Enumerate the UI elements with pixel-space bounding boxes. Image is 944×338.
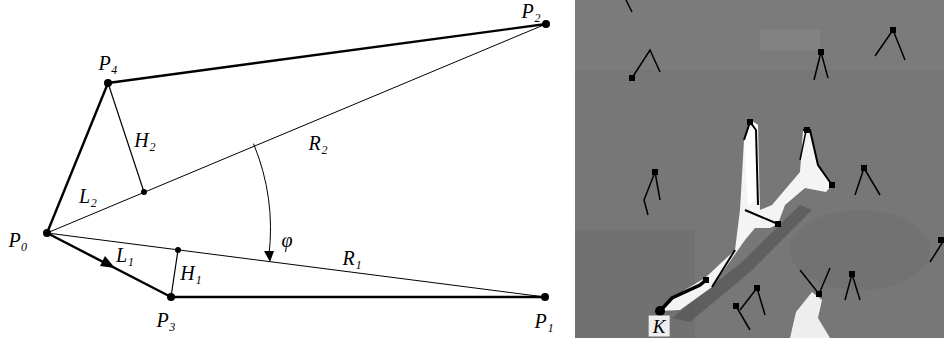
point-dot	[167, 293, 175, 301]
point-label: R₁	[342, 248, 361, 268]
edge-p3-p1	[171, 296, 545, 298]
point-label: P₀	[8, 230, 27, 250]
edge-p4-p2	[108, 24, 546, 83]
point-dot	[542, 20, 550, 28]
markers	[43, 20, 550, 301]
point-dot	[141, 189, 147, 195]
point-dot	[43, 229, 51, 237]
point-label: φ	[281, 230, 292, 250]
point-dot	[541, 293, 549, 301]
geometry	[47, 24, 546, 297]
point-label: P₂	[521, 1, 540, 21]
point-label: H₂	[134, 130, 155, 150]
point-dot	[104, 79, 112, 87]
point-label: P₃	[156, 310, 175, 330]
airplane	[790, 292, 830, 338]
point-label: P₁	[534, 311, 553, 331]
point-label: P₄	[98, 53, 117, 73]
airplane	[660, 120, 832, 311]
satellite-photo	[575, 0, 944, 338]
angle-arc	[254, 144, 271, 255]
direction-arrowhead	[100, 256, 115, 268]
point-label: H₁	[180, 263, 201, 283]
edge-p0-p3	[47, 233, 171, 297]
ray-r2	[47, 24, 546, 233]
arc-arrowhead	[264, 251, 274, 262]
height-h1	[171, 250, 178, 297]
point-label: L₁	[116, 245, 134, 265]
point-label: R₂	[308, 133, 327, 153]
ground	[575, 0, 944, 338]
edge-p0-p4	[47, 83, 108, 233]
point-dot	[175, 247, 181, 253]
point-label: L₂	[79, 186, 97, 206]
point-label-box: K	[649, 315, 670, 336]
ray-r1	[47, 233, 545, 297]
